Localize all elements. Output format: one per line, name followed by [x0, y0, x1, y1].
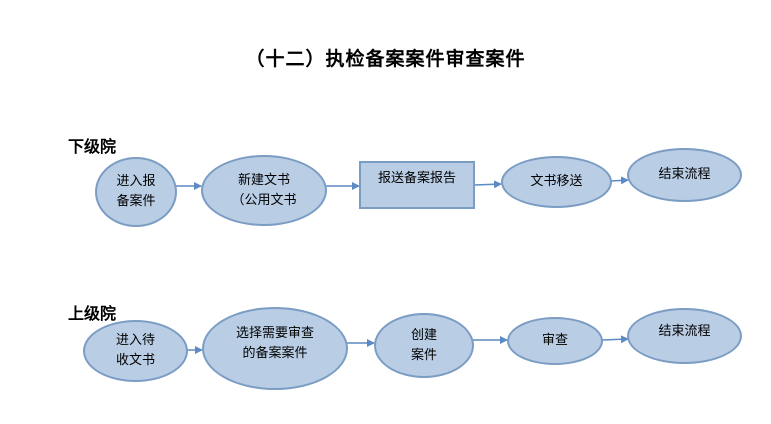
arrow-lower-3: [474, 180, 502, 189]
node-submit-filing-report: 报送备案报告: [359, 161, 475, 209]
section-label-upper: 上级院: [68, 304, 117, 323]
node-enter-filing-case: 进入报 备案件: [95, 157, 177, 227]
node-create-case: 创建 案件: [374, 313, 474, 378]
node-new-document: 新建文书 （公用文书: [201, 155, 327, 226]
node-end-process-upper: 结束流程: [627, 308, 742, 364]
node-select-case-for-review: 选择需要审查 的备案案件: [202, 307, 348, 390]
node-transfer-document: 文书移送: [501, 156, 612, 208]
arrow-lower-4: [610, 176, 629, 185]
node-enter-pending-document: 进入待 收文书: [83, 320, 188, 382]
diagram-title: （十二）执检备案案件审查案件: [245, 48, 526, 70]
section-label-lower: 下级院: [68, 137, 117, 156]
arrow-upper-4: [601, 335, 629, 344]
node-review: 审查: [507, 317, 603, 365]
node-end-process-lower: 结束流程: [627, 148, 742, 202]
